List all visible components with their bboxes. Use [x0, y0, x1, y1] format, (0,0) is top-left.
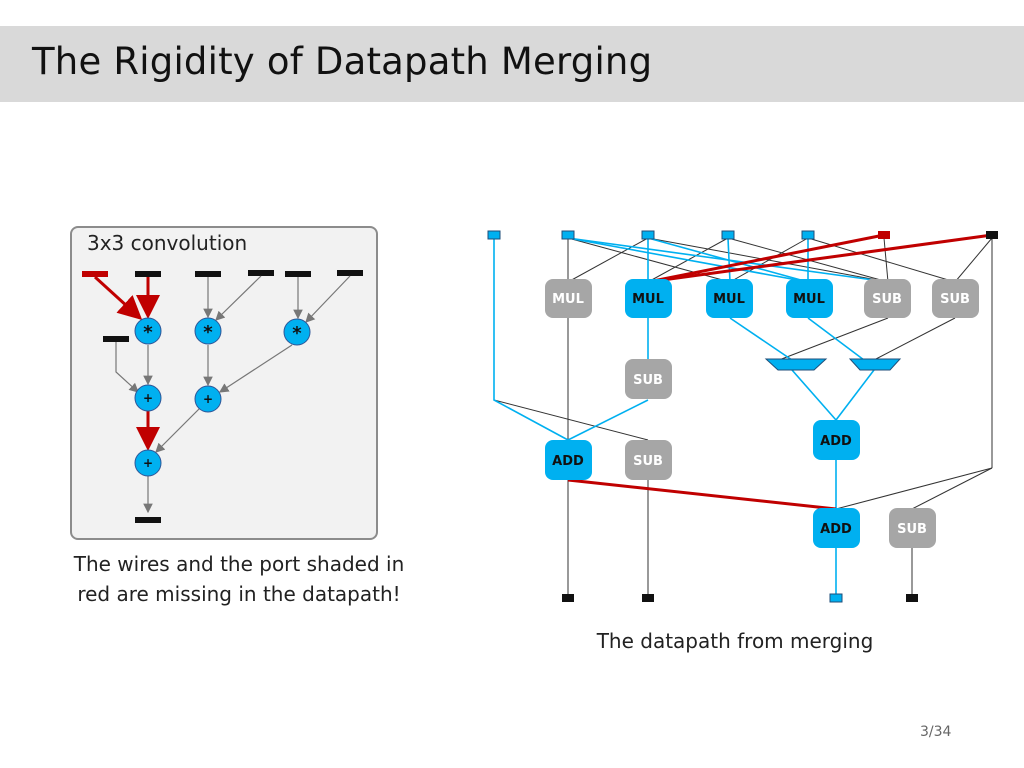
input-port: [721, 230, 735, 240]
input-port: [285, 271, 311, 277]
mul-node: [706, 279, 753, 318]
wire: [218, 344, 293, 393]
wire: [155, 407, 201, 453]
left-caption-line: The wires and the port shaded in: [73, 552, 405, 576]
right-caption: The datapath from merging: [596, 629, 874, 653]
input-port-missing: [82, 271, 108, 277]
add-node: [545, 440, 592, 480]
sub-node: [625, 359, 672, 399]
sub-label: SUB: [872, 292, 902, 307]
input-port: [986, 231, 998, 239]
add-label: ADD: [820, 434, 852, 449]
convolution-panel: 3x3 convolution: [70, 226, 378, 540]
missing-wire: [567, 478, 837, 511]
wire: [115, 342, 139, 393]
multiplexer: [848, 358, 902, 371]
input-port: [103, 336, 129, 342]
convolution-title: 3x3 convolution: [87, 231, 248, 255]
missing-wire: [647, 233, 885, 284]
add-symbol: +: [203, 392, 213, 406]
input-port-missing: [878, 231, 890, 239]
page-number: 3/34: [920, 724, 952, 740]
sub-node: [932, 279, 979, 318]
multiply-node: [194, 317, 222, 345]
sub-node: [625, 440, 672, 480]
input-port: [337, 270, 363, 276]
output-port: [906, 594, 918, 602]
mul-label: MUL: [552, 292, 584, 307]
datapath-graph: MUL MUL MUL MUL SUB SUB SUB ADD SUB ADD …: [487, 230, 998, 603]
input-port: [487, 230, 501, 240]
wire: [305, 275, 351, 323]
add-node: [134, 384, 162, 412]
mul-node: [545, 279, 592, 318]
add-node: [813, 508, 860, 548]
missing-wire: [93, 275, 143, 321]
sub-label: SUB: [940, 292, 970, 307]
multiply-symbol: *: [143, 322, 153, 343]
add-node: [813, 420, 860, 460]
add-symbol: +: [143, 456, 153, 470]
add-symbol: +: [143, 391, 153, 405]
mul-label: MUL: [713, 292, 745, 307]
multiply-symbol: *: [203, 322, 213, 343]
output-port: [829, 593, 843, 603]
output-port: [562, 594, 574, 602]
input-port: [641, 230, 655, 240]
add-node: [134, 449, 162, 477]
add-label: ADD: [820, 522, 852, 537]
slide-title: The Rigidity of Datapath Merging: [32, 40, 653, 83]
input-port: [195, 271, 221, 277]
wire: [215, 275, 262, 321]
sub-node: [864, 279, 911, 318]
input-port: [248, 270, 274, 276]
mul-label: MUL: [632, 292, 664, 307]
sub-label: SUB: [633, 373, 663, 388]
sub-node: [889, 508, 936, 548]
add-node: [194, 385, 222, 413]
missing-wire: [647, 233, 993, 284]
output-port: [642, 594, 654, 602]
mul-node: [786, 279, 833, 318]
title-bar: The Rigidity of Datapath Merging: [0, 26, 1024, 102]
mul-node: [625, 279, 672, 318]
multiplexer: [764, 358, 828, 371]
multiply-symbol: *: [292, 323, 302, 344]
output-port: [135, 517, 161, 523]
input-port: [561, 230, 575, 240]
input-port: [135, 271, 161, 277]
convolution-graph: * * * + + +: [82, 270, 363, 523]
input-port: [801, 230, 815, 240]
add-label: ADD: [552, 454, 584, 469]
left-caption-line: red are missing in the datapath!: [77, 582, 401, 606]
sub-label: SUB: [633, 454, 663, 469]
mul-label: MUL: [793, 292, 825, 307]
multiply-node: [283, 318, 311, 346]
left-caption: The wires and the port shaded in red are…: [52, 549, 426, 609]
sub-label: SUB: [897, 522, 927, 537]
multiply-node: [134, 317, 162, 345]
